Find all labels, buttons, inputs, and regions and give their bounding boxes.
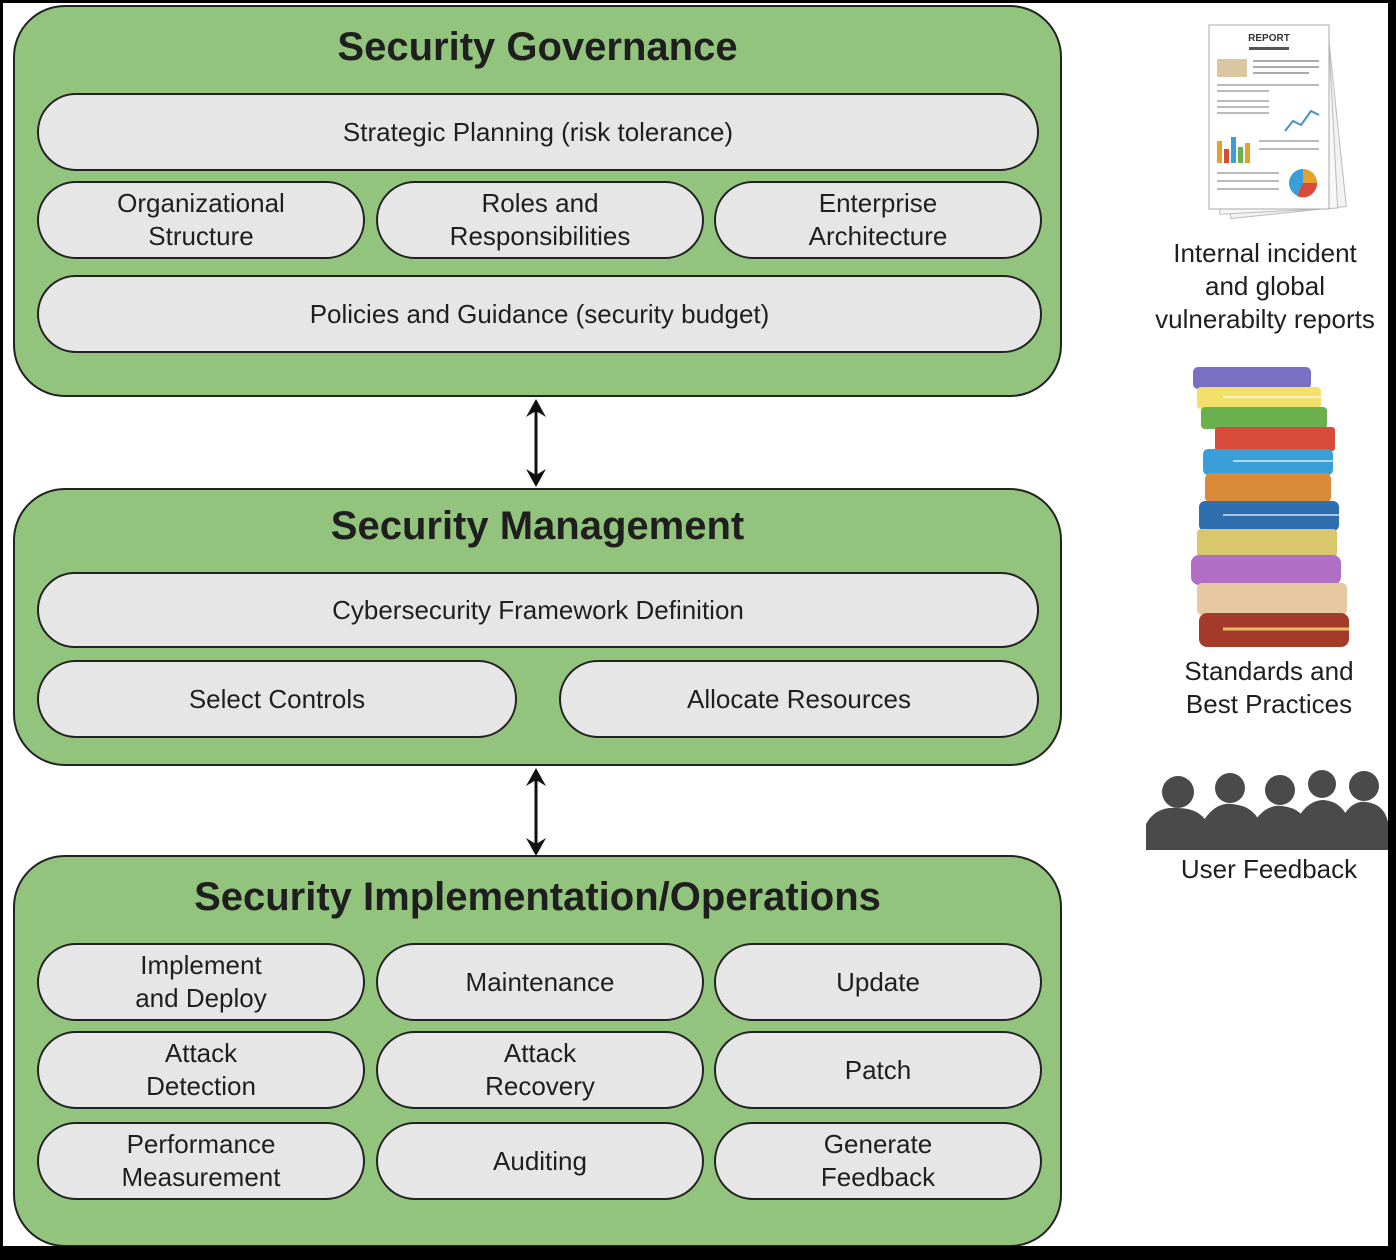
audience-silhouette-icon [1146,770,1388,850]
book-stack-icon [1191,367,1349,647]
security-management-layer: Security Management Cybersecurity Framew… [13,488,1062,766]
policies-guidance-box: Policies and Guidance (security budget) [37,275,1042,353]
management-title: Security Management [330,504,745,548]
security-operations-layer: Security Implementation/Operations Imple… [13,855,1062,1246]
double-arrow-icon [526,399,546,487]
strategic-planning-box: Strategic Planning (risk tolerance) [37,93,1039,171]
security-governance-layer: Security Governance Strategic Planning (… [13,5,1062,397]
diagram-canvas: Security Governance Strategic Planning (… [3,3,1388,1246]
maintenance-box: Maintenance [376,943,704,1021]
allocate-resources-box: Allocate Resources [559,660,1039,738]
auditing-box: Auditing [376,1122,704,1200]
select-controls-box: Select Controls [37,660,517,738]
double-arrow-icon [526,768,546,856]
report-header-text: REPORT [1248,33,1290,44]
patch-box: Patch [714,1031,1042,1109]
operations-title: Security Implementation/Operations [194,875,881,919]
user-feedback-label: User Feedback [1180,854,1358,884]
cybersecurity-framework-box: Cybersecurity Framework Definition [37,572,1039,648]
reports-label: Internal incident and global vulnerabilt… [1155,238,1375,334]
update-box: Update [714,943,1042,1021]
report-document-icon: REPORT [1208,24,1347,220]
governance-title: Security Governance [337,25,738,69]
standards-label: Standards and Best Practices [1184,656,1354,719]
